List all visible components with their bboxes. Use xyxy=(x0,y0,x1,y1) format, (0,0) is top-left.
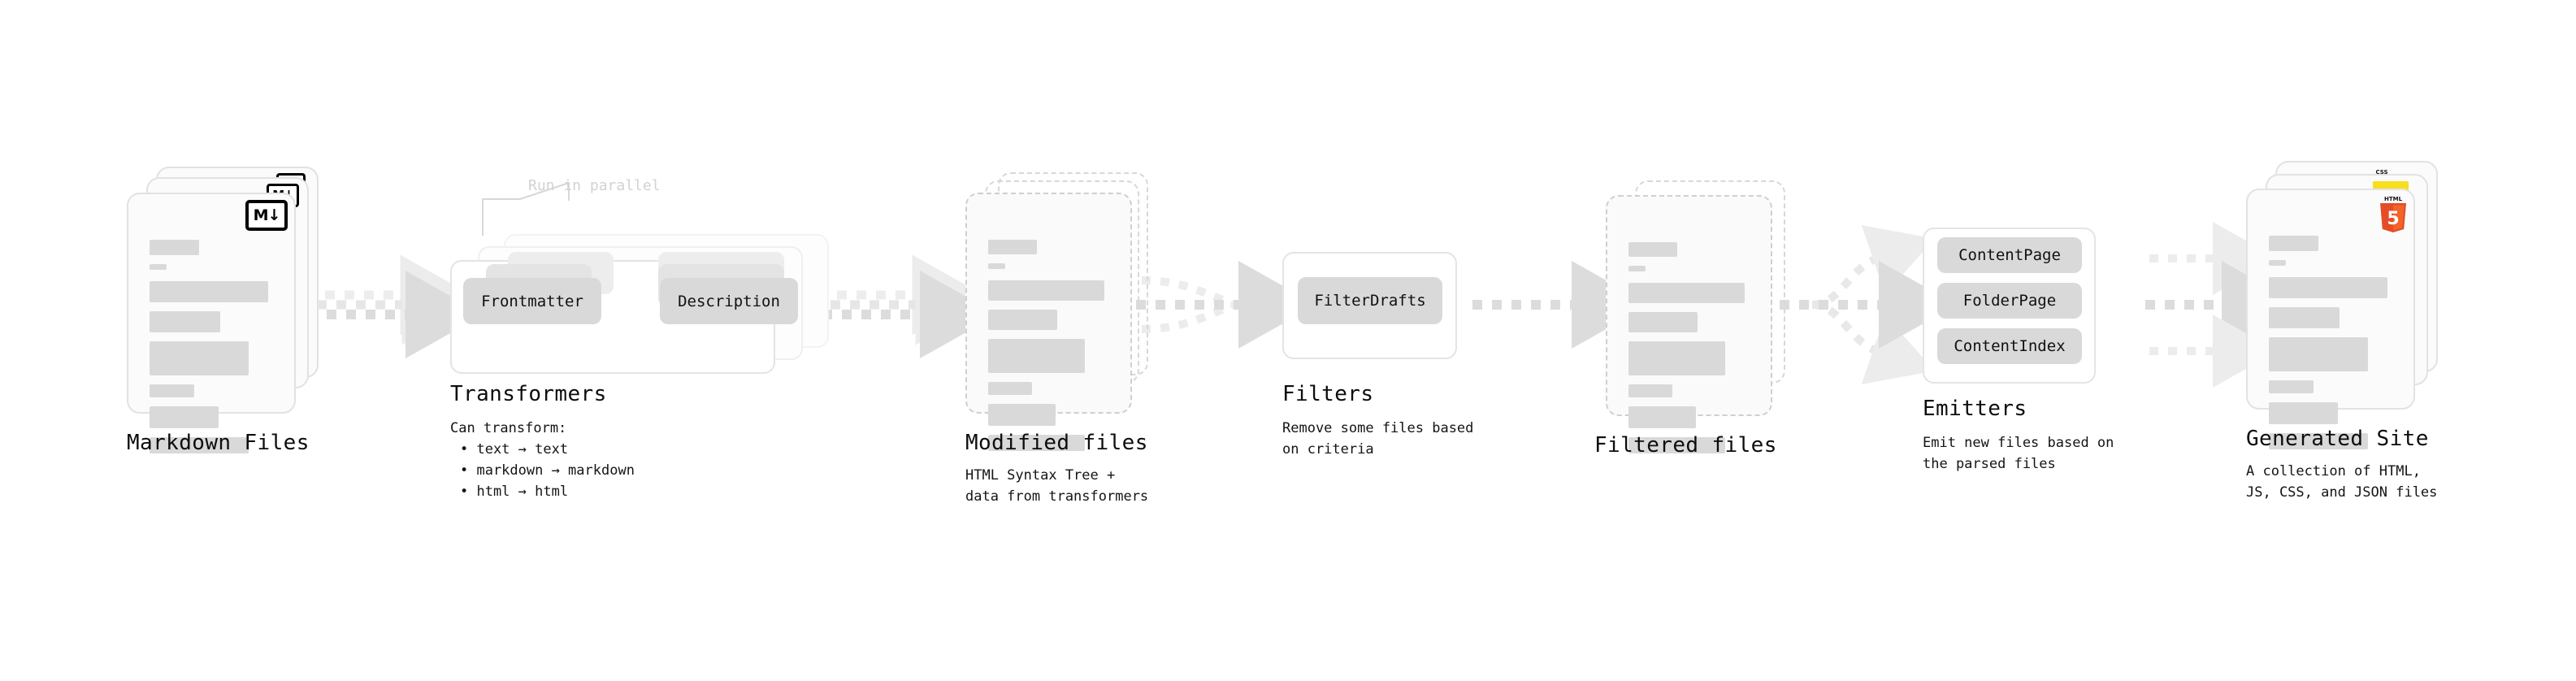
svg-text:HTML: HTML xyxy=(2384,196,2403,202)
markdown-card-bars xyxy=(150,240,273,462)
doc-bar xyxy=(2269,277,2387,298)
svg-text:CSS: CSS xyxy=(2375,169,2387,176)
doc-bar xyxy=(988,240,1037,254)
doc-bar xyxy=(150,437,249,453)
doc-bar xyxy=(1628,283,1746,303)
doc-bar xyxy=(1628,437,1726,453)
emitter-chip-folderpage-label: FolderPage xyxy=(1962,292,2057,310)
transformers-bullet-3: • html → html xyxy=(460,484,569,500)
transformers-bullet-2: • markdown → markdown xyxy=(460,462,635,479)
emitter-chip-contentindex[interactable]: ContentIndex xyxy=(1937,328,2082,364)
filter-chip-filterdrafts-label: FilterDrafts xyxy=(1314,292,1426,310)
modified-card-bars xyxy=(988,240,1109,460)
doc-bar xyxy=(150,281,268,302)
filters-title: Filters xyxy=(1282,382,1374,406)
html5-badge-icon: HTML 5 xyxy=(2380,196,2406,232)
emitter-chip-folderpage[interactable]: FolderPage xyxy=(1937,283,2082,319)
filters-subtitle-1: Remove some files based xyxy=(1282,420,1474,436)
doc-bar xyxy=(2269,402,2339,424)
modified-card-front xyxy=(965,193,1132,451)
transformer-chip-description-label: Description xyxy=(678,292,780,310)
markdown-badge-text: M↓ xyxy=(253,206,281,224)
filtered-card-bars xyxy=(1628,242,1750,462)
markdown-files-title: Markdown Files xyxy=(127,431,310,455)
modified-files-subtitle-1: HTML Syntax Tree + xyxy=(965,467,1116,484)
filters-subtitle-2: on criteria xyxy=(1282,441,1374,458)
modified-files-subtitle-2: data from transformers xyxy=(965,488,1149,505)
doc-bar xyxy=(150,240,199,255)
doc-bar xyxy=(988,435,1086,451)
emitters-subtitle-1: Emit new files based on xyxy=(1923,435,2114,451)
doc-bar xyxy=(2269,307,2340,328)
emitter-chip-contentpage[interactable]: ContentPage xyxy=(1937,237,2082,273)
generated-site-title: Generated Site xyxy=(2246,427,2429,451)
transformers-bullet-1: • text → text xyxy=(460,441,569,458)
doc-bar xyxy=(150,264,167,270)
doc-bar xyxy=(150,341,249,375)
doc-bar xyxy=(2269,337,2368,371)
doc-bar xyxy=(2269,260,2287,266)
modified-files-title: Modified files xyxy=(965,431,1148,455)
emitters-title: Emitters xyxy=(1923,397,2027,421)
doc-bar xyxy=(1628,242,1677,257)
arrow-markdown-to-transformers xyxy=(307,254,484,358)
doc-bar xyxy=(1628,384,1672,397)
doc-bar xyxy=(2269,433,2368,449)
doc-bar xyxy=(150,406,219,428)
emitter-chip-contentpage-label: ContentPage xyxy=(1958,246,2061,264)
arrow-modified-to-filters xyxy=(1136,261,1316,349)
doc-bar xyxy=(1628,341,1726,375)
doc-bar xyxy=(988,310,1057,330)
markdown-badge-icon: M↓ xyxy=(245,200,288,231)
doc-bar xyxy=(1628,312,1698,332)
transformers-subtitle-head: Can transform: xyxy=(450,420,567,436)
doc-bar xyxy=(2269,236,2318,251)
arrow-emitters-to-site xyxy=(2145,222,2300,388)
doc-bar xyxy=(988,382,1032,395)
run-in-parallel-label: Run in parallel xyxy=(528,177,661,194)
emitter-chip-contentindex-label: ContentIndex xyxy=(1954,337,2066,355)
transformer-chip-frontmatter-label: Frontmatter xyxy=(481,292,583,310)
svg-text:5: 5 xyxy=(2387,209,2399,229)
doc-bar xyxy=(988,339,1086,373)
doc-bar xyxy=(2269,380,2314,393)
doc-bar xyxy=(988,280,1105,301)
transformers-title: Transformers xyxy=(450,382,607,406)
arrow-transformers-to-modified xyxy=(822,254,998,358)
emitters-subtitle-2: the parsed files xyxy=(1923,456,2056,472)
transformer-chip-description[interactable]: Description xyxy=(660,278,798,324)
filter-chip-filterdrafts[interactable]: FilterDrafts xyxy=(1298,277,1442,324)
generated-site-subtitle-1: A collection of HTML, xyxy=(2246,463,2421,479)
generated-site-subtitle-2: JS, CSS, and JSON files xyxy=(2246,484,2438,501)
filtered-card-front xyxy=(1606,195,1772,453)
site-card-bars xyxy=(2269,236,2392,458)
doc-bar xyxy=(1628,266,1646,271)
arrow-filtered-to-emitters xyxy=(1780,225,1957,384)
transformer-chip-frontmatter[interactable]: Frontmatter xyxy=(463,278,601,324)
doc-bar xyxy=(988,404,1056,426)
doc-bar xyxy=(150,311,220,332)
filtered-files-title: Filtered files xyxy=(1594,433,1777,458)
doc-bar xyxy=(150,384,194,397)
doc-bar xyxy=(1628,406,1697,428)
doc-bar xyxy=(988,263,1005,269)
